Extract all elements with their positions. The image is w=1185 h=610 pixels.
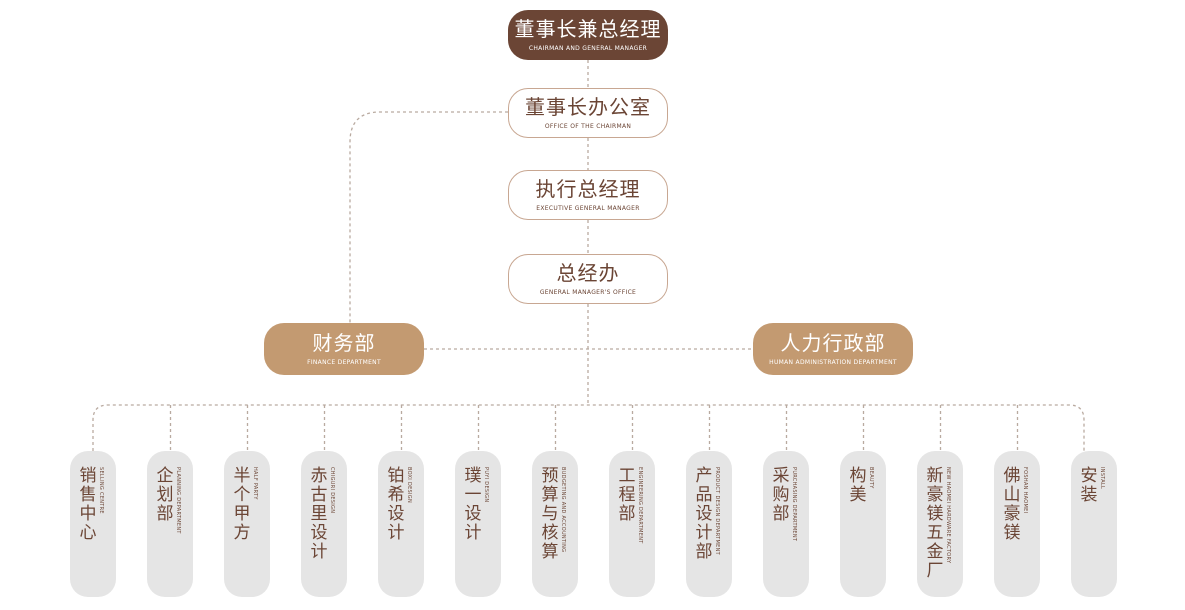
department-en: ENGINEERING DEPARTMENT — [637, 467, 643, 544]
department-drops — [169, 405, 1019, 451]
link-office-to-finance — [349, 111, 508, 323]
department-cn: 赤古里设计 — [310, 466, 328, 562]
node-executive-gm-en: EXECUTIVE GENERAL MANAGER — [536, 205, 640, 212]
department-en: BUDGETING AND ACCOUNTING — [560, 467, 566, 553]
department-en: PURCHASING DEPARTMENT — [791, 467, 797, 542]
department-en: SELLING CENTRE — [98, 467, 104, 514]
node-hr-admin-cn: 人力行政部 — [780, 331, 886, 355]
department-cn: 预算与核算 — [541, 466, 559, 562]
department-cn: 构美 — [849, 466, 867, 505]
department-en: BEAUTY — [868, 467, 874, 489]
department-en: CHIGURI DESIGN — [329, 467, 335, 514]
node-gm-office-en: GENERAL MANAGER'S OFFICE — [539, 289, 637, 296]
department-cn: 铂希设计 — [387, 466, 405, 543]
department-cn: 半个甲方 — [233, 466, 251, 543]
department-bus — [92, 404, 1085, 451]
department-en: FOSHAN HAOMEI — [1022, 467, 1028, 514]
node-chairman-office-en: OFFICE OF THE CHAIRMAN — [544, 123, 632, 130]
department-cn: 产品设计部 — [695, 466, 713, 562]
node-finance-en: FINANCE DEPARTMENT — [307, 359, 381, 366]
node-executive-gm-cn: 执行总经理 — [535, 177, 641, 201]
department-en: PRODUCT DESIGN DEPARTMENT — [714, 467, 720, 555]
department-en: PLANNING DEPARTMENT — [175, 467, 181, 534]
department-en: INSTALL — [1099, 467, 1105, 490]
department-en: BOXI DESIGN — [406, 467, 412, 504]
department-en: NEW HAOMEI HARDWARE FACTORY — [945, 467, 951, 564]
node-chairman-gm-en: CHAIRMAN AND GENERAL MANAGER — [528, 45, 648, 52]
department-cn: 佛山豪镁 — [1003, 466, 1021, 543]
node-finance-cn: 财务部 — [312, 331, 376, 355]
department-en: PUYI DESIGN — [483, 467, 489, 503]
department-cn: 工程部 — [618, 466, 636, 524]
department-cn: 采购部 — [772, 466, 790, 524]
node-chairman-office: 董事长办公室 OFFICE OF THE CHAIRMAN — [508, 88, 668, 138]
department-cn: 安装 — [1080, 466, 1098, 505]
department-en: HALF PARTY — [252, 467, 258, 500]
node-hr-admin-en: HUMAN ADMINISTRATION DEPARTMENT — [769, 359, 897, 366]
department-cn: 销售中心 — [79, 466, 97, 543]
node-chairman-gm-cn: 董事长兼总经理 — [514, 17, 662, 41]
node-gm-office: 总经办 GENERAL MANAGER'S OFFICE — [508, 254, 668, 304]
node-executive-gm: 执行总经理 EXECUTIVE GENERAL MANAGER — [508, 170, 668, 220]
department-cn: 新豪镁五金厂 — [926, 466, 944, 581]
node-gm-office-cn: 总经办 — [556, 261, 620, 285]
node-chairman-gm: 董事长兼总经理 CHAIRMAN AND GENERAL MANAGER — [508, 10, 668, 60]
department-cn: 企划部 — [156, 466, 174, 524]
node-hr-admin: 人力行政部 HUMAN ADMINISTRATION DEPARTMENT — [753, 323, 913, 375]
node-finance: 财务部 FINANCE DEPARTMENT — [264, 323, 424, 375]
department-cn: 璞一设计 — [464, 466, 482, 543]
node-chairman-office-cn: 董事长办公室 — [525, 95, 651, 119]
